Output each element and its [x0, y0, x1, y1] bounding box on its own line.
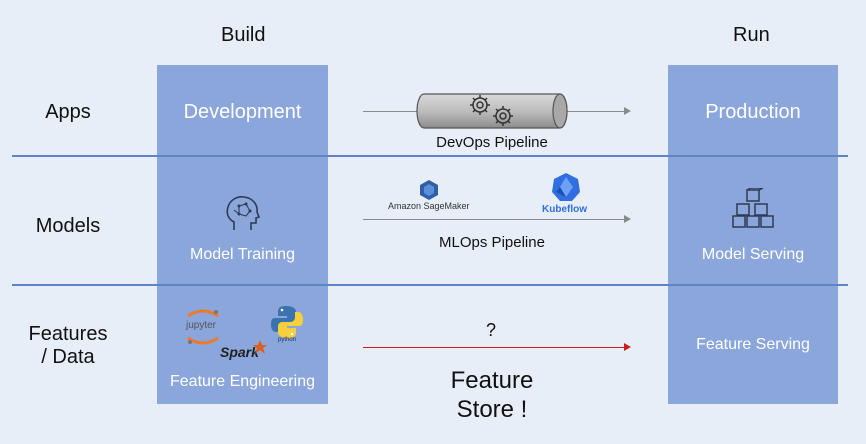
feature-store-line2: Store ! [456, 396, 528, 423]
gear-icon [470, 95, 513, 126]
feature-arrow-head [624, 343, 631, 351]
model-serving-label: Model Serving [701, 246, 805, 263]
mlops-arrow-line [363, 219, 625, 220]
feature-store-line1: Feature [450, 367, 534, 394]
feature-store-label: Feature Store ! [420, 366, 564, 424]
feature-serving-label: Feature Serving [696, 336, 810, 353]
feature-engineering-label: Feature Engineering [170, 373, 315, 390]
row-label-models: Models [35, 215, 101, 237]
row-label-features: Features / Data [18, 323, 118, 369]
model-training-label: Model Training [190, 246, 295, 263]
kubeflow-logo-text: Kubeflow [542, 204, 587, 215]
pipe-cylinder-icon [416, 92, 568, 130]
build-column-header: Build [221, 24, 266, 46]
sagemaker-logo-text: Amazon SageMaker [388, 201, 470, 211]
jupyter-logo-text: jupyter [186, 320, 217, 331]
run-column-header: Run [733, 24, 770, 46]
brain-icon [222, 192, 264, 234]
python-logo-text: python [278, 337, 297, 343]
spark-logo-text: Spark [220, 344, 259, 360]
devops-arrow-head [624, 107, 631, 115]
sagemaker-logo: Amazon SageMaker [384, 180, 476, 212]
development-label: Development [183, 101, 302, 123]
spark-logo: Spark [220, 340, 267, 364]
run-column-box [668, 65, 838, 404]
build-column-box [157, 65, 328, 404]
question-mark: ? [486, 320, 497, 340]
cubes-icon [731, 187, 775, 228]
row-divider-apps-models [12, 155, 848, 157]
feature-arrow-line [363, 347, 625, 348]
kubeflow-logo: Kubeflow [540, 172, 592, 216]
mlops-arrow-head [624, 215, 631, 223]
production-label: Production [705, 101, 801, 123]
row-label-features-line1: Features [28, 323, 108, 345]
devops-pipeline-label: DevOps Pipeline [436, 134, 548, 151]
mlops-pipeline-label: MLOps Pipeline [439, 234, 545, 251]
jupyter-logo: jupyter [182, 308, 224, 346]
row-label-apps: Apps [45, 101, 91, 123]
row-divider-models-features [12, 284, 848, 286]
row-label-features-line2: / Data [41, 346, 95, 368]
python-logo: python [270, 304, 304, 344]
